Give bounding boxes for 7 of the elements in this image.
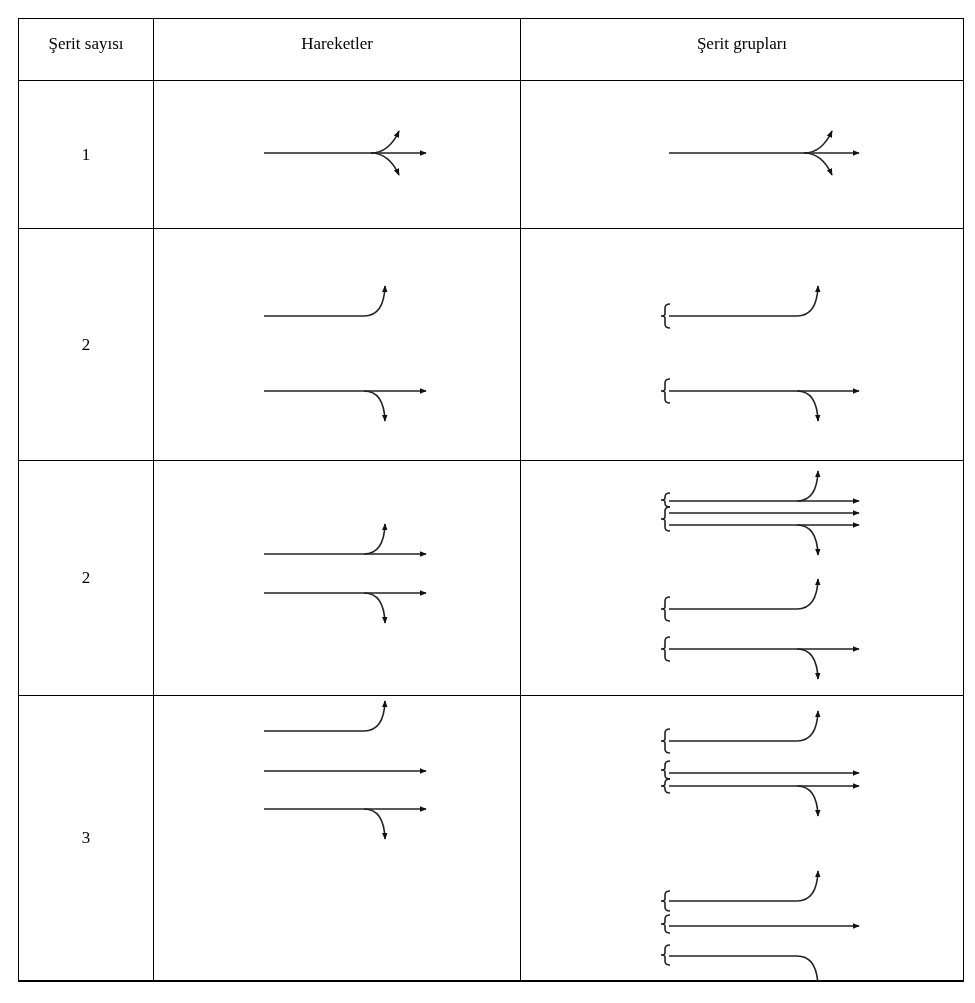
lane-count: 1 [19, 81, 154, 229]
lane-count: 2 [19, 229, 154, 461]
lane-count: 3 [19, 696, 154, 981]
column-header: Hareketler [154, 19, 521, 81]
lane-count: 2 [19, 461, 154, 696]
column-header: Şerit sayısı [19, 19, 154, 81]
column-header: Şerit grupları [521, 19, 963, 81]
